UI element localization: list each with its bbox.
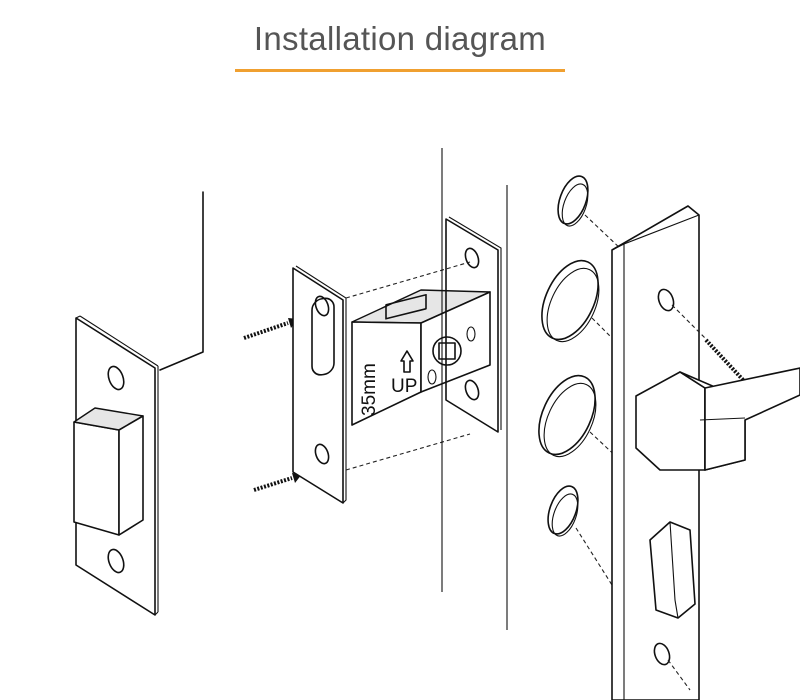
title-underline [235,69,565,72]
latch-spindle-square [438,342,456,360]
tubular-latch-assembly: 35mm UP [243,148,508,630]
lever-handle-arm [704,367,800,471]
latch-bolt-slot [311,297,335,376]
frame-edge [159,191,204,371]
screw-top [243,318,298,340]
arrow-up-icon [400,350,414,373]
strike-latch-box-side [118,415,144,536]
plate-hole-top [657,288,675,312]
latch-slot-top [385,293,427,320]
handle-assembly [538,175,800,700]
screw-bottom [253,473,302,492]
strike-hole-bottom [107,548,125,574]
door-hole-large-1 [541,259,599,341]
plate-hole-bottom [653,642,671,666]
latch-body-front [420,291,491,393]
door-mortise-plate [445,218,499,433]
latch-size-label: 35mm [359,363,380,416]
door-hole-large-2 [538,374,596,456]
latch-orientation-label: UP [391,376,417,397]
strike-plate-assembly [73,191,204,616]
strike-hole-top [107,365,125,391]
thumb-turn-knob [649,521,696,619]
latch-spindle-hub [432,336,462,366]
latch-face-plate [292,267,344,504]
page-title: Installation diagram [253,20,547,57]
strike-latch-box-face [73,421,120,536]
latch-faceplate-hole-bottom [314,443,330,465]
latch-faceplate-hole-top [314,295,330,317]
